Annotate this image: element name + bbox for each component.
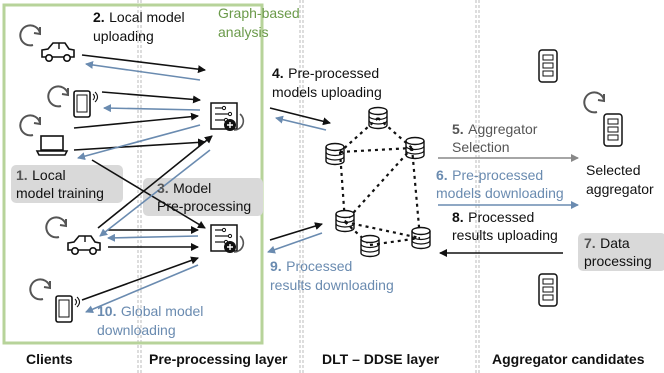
layer-label-aggregators: Aggregator candidates [492, 351, 645, 367]
step-10-label: 10. Global model downloading [97, 303, 203, 338]
step-2-label: 2. Local model uploading [93, 9, 185, 44]
download-arrows [77, 61, 579, 313]
svg-text:models downloading: models downloading [436, 185, 564, 201]
svg-text:9. Processed: 9. Processed [270, 258, 352, 275]
client-car-2 [45, 216, 101, 255]
analysis-label-1: Graph-based [218, 5, 300, 21]
step-1-label: 1. Local model training [16, 167, 104, 201]
ledger-node-icon [411, 226, 431, 250]
svg-text:aggregator: aggregator [586, 181, 654, 197]
aggregator-server-icon [538, 49, 558, 83]
preprocessor-bottom-icon [210, 224, 245, 254]
svg-text:2. Local model: 2. Local model [93, 9, 185, 26]
svg-text:1. Local: 1. Local [16, 167, 66, 184]
svg-text:uploading: uploading [93, 28, 154, 44]
svg-text:Pre-processing: Pre-processing [157, 198, 251, 214]
step1-bg [11, 165, 123, 203]
step3-bg [143, 178, 263, 216]
analysis-box [2, 3, 264, 345]
step-7-label: 7. Data processing [584, 235, 652, 269]
phone-icon [55, 295, 81, 323]
step-4-label: 4. Pre-processed models uploading [272, 65, 382, 100]
step-8-label: 8. Processed results uploading [452, 209, 558, 243]
client-car-1 [19, 24, 75, 63]
client-phone-2 [29, 278, 81, 323]
refresh-icon [29, 278, 51, 301]
upload-arrows [73, 54, 563, 301]
svg-text:8. Processed: 8. Processed [452, 209, 534, 226]
preprocessor-top-icon [210, 102, 245, 132]
svg-text:model training: model training [16, 185, 104, 201]
layer-label-dlt: DLT – DDSE layer [322, 351, 440, 367]
step7-bg [578, 233, 664, 271]
aggregator-server-icon [538, 273, 558, 307]
step-3-label: 3. Model Pre-processing [157, 180, 251, 214]
refresh-icon [583, 91, 605, 114]
layer-label-clients: Clients [26, 351, 73, 367]
car-icon [41, 42, 75, 63]
svg-text:results uploading: results uploading [452, 227, 558, 243]
svg-text:4. Pre-processed: 4. Pre-processed [272, 65, 379, 82]
cross-arrows [91, 135, 213, 229]
refresh-icon [19, 114, 41, 137]
refresh-icon [45, 216, 67, 239]
phone-icon [73, 90, 99, 118]
selected-aggregator-label: Selected aggregator [586, 162, 654, 197]
svg-text:7. Data: 7. Data [584, 235, 630, 252]
step-5-label: 5. Aggregator Selection [452, 121, 538, 155]
client-phone-1 [47, 85, 99, 118]
step-9-label: 9. Processed results downloading [270, 258, 394, 293]
refresh-icon [19, 24, 41, 47]
svg-text:models uploading: models uploading [272, 84, 382, 100]
svg-text:6. Pre-processed: 6. Pre-processed [436, 167, 543, 184]
step-6-label: 6. Pre-processed models downloading [436, 167, 564, 201]
laptop-icon [36, 135, 68, 156]
client-laptop [19, 114, 68, 156]
svg-text:Selected: Selected [586, 162, 640, 178]
svg-text:downloading: downloading [97, 322, 176, 338]
svg-text:10. Global model: 10. Global model [97, 303, 203, 320]
car-icon [67, 235, 101, 255]
selected-aggregator-icon [603, 113, 623, 147]
ledger-node-icon [405, 136, 425, 160]
layer-label-preprocessing: Pre-processing layer [149, 351, 288, 367]
ledger-node-icon [360, 234, 380, 258]
svg-text:processing: processing [584, 253, 652, 269]
svg-text:Selection: Selection [452, 139, 510, 155]
svg-text:results downloading: results downloading [270, 277, 394, 293]
svg-text:3. Model: 3. Model [157, 180, 211, 197]
analysis-label-2: analysis [218, 24, 269, 40]
svg-text:5. Aggregator: 5. Aggregator [452, 121, 538, 138]
refresh-icon [47, 85, 69, 108]
